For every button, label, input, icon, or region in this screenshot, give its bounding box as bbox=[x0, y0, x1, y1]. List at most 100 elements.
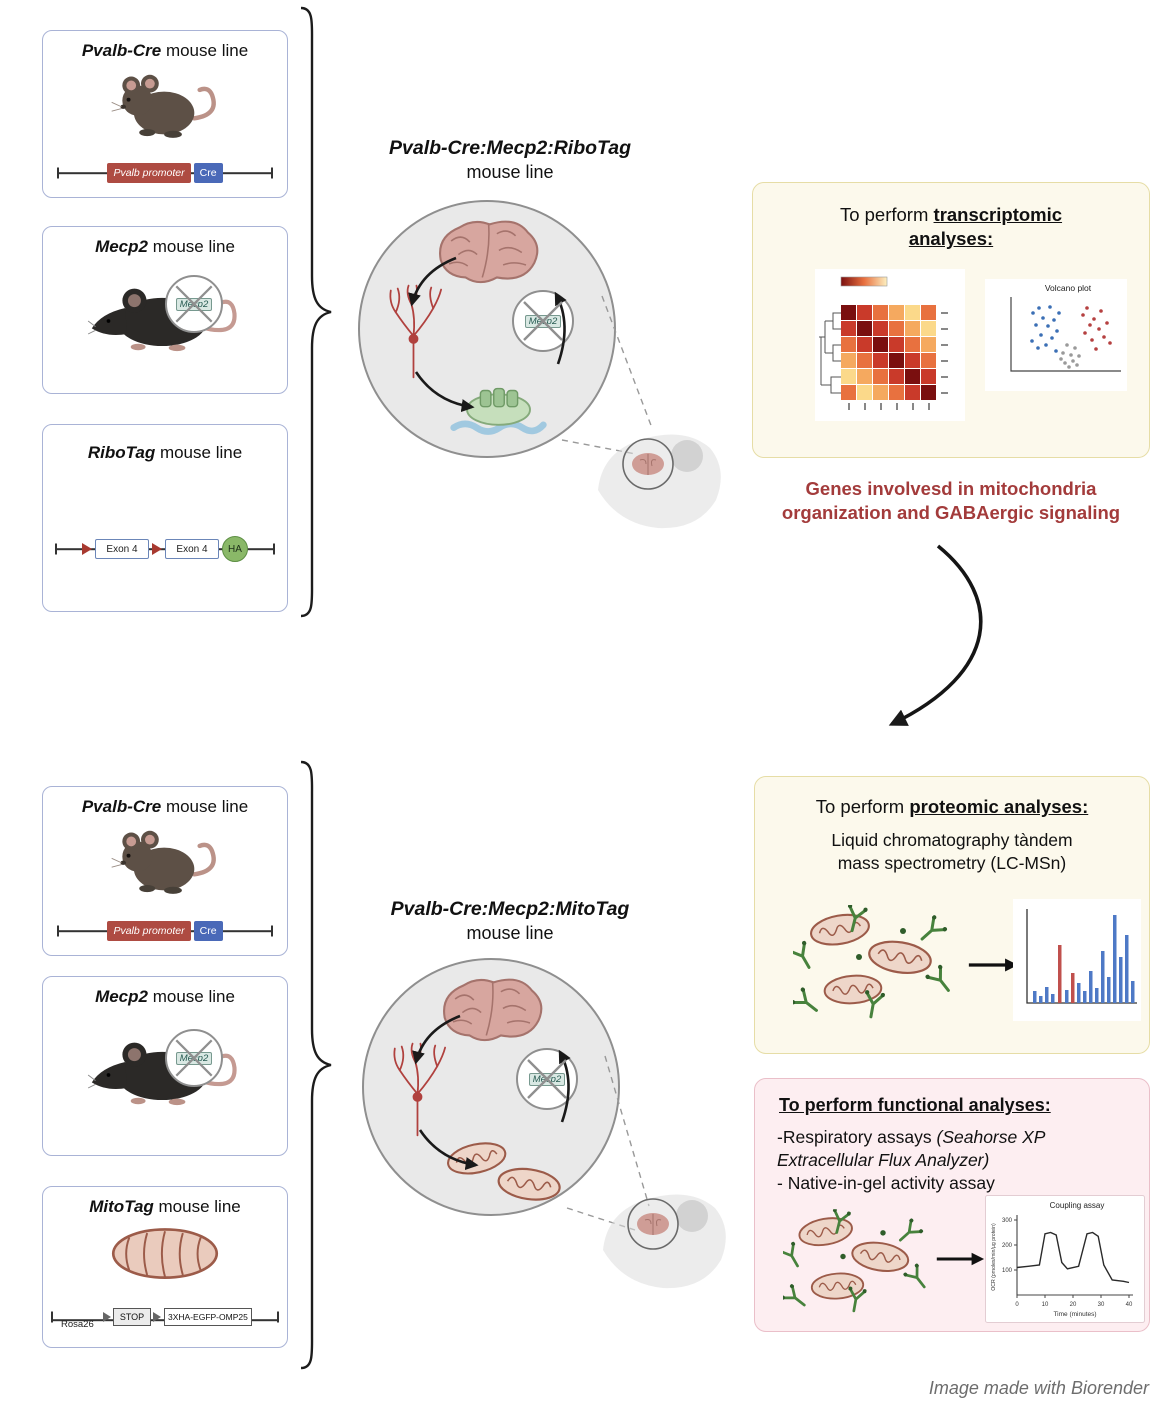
box-title: Pvalb-Cre mouse line bbox=[43, 797, 287, 817]
xtick-0: 0 bbox=[1015, 1302, 1019, 1308]
combined-line-title-ribotag: Pvalb-Cre:Mecp2:RiboTag mouse line bbox=[350, 137, 670, 183]
combined-title-text: Pvalb-Cre:Mecp2:MitoTag bbox=[390, 898, 630, 920]
loxp-triangle-icon bbox=[153, 1312, 161, 1322]
heading-prefix: To perform bbox=[839, 204, 929, 225]
construct-tick bbox=[277, 1311, 279, 1323]
mecp2-mouse-line-box-bottom: Mecp2 mouse line Mecp2 bbox=[42, 976, 288, 1156]
pvalb-cre-mouse-line-box-top: Pvalb-Cre mouse line Pvalb promoter Cre bbox=[42, 30, 288, 198]
tag-cassette-box: 3XHA-EGFP-OMP25 bbox=[164, 1308, 252, 1326]
heatmap-plot bbox=[815, 269, 965, 421]
box-title-suffix: mouse line bbox=[153, 1197, 241, 1216]
combined-title-text: Pvalb-Cre:Mecp2:RiboTag bbox=[389, 137, 631, 159]
box-title-suffix: mouse line bbox=[161, 797, 249, 816]
ytick-100: 100 bbox=[1002, 1268, 1013, 1274]
rosa26-label: Rosa26 bbox=[61, 1319, 94, 1330]
method-text: Liquid chromatography tàndem mass spectr… bbox=[755, 829, 1149, 875]
box-title-suffix: mouse line bbox=[147, 987, 235, 1006]
tagged-mitochondria-antibodies-icon bbox=[783, 1209, 933, 1314]
right-arrow-icon bbox=[967, 955, 1019, 975]
curly-brace-top bbox=[300, 6, 332, 618]
pvalb-cre-construct: Pvalb promoter Cre bbox=[57, 161, 273, 185]
mitotag-mouse-line-box: MitoTag mouse line Rosa26 STOP 3XHA-EGFP… bbox=[42, 1186, 288, 1348]
pvalb-cre-mouse-line-box-bottom: Pvalb-Cre mouse line Pvalb promoter Cre bbox=[42, 786, 288, 956]
xtick-20: 20 bbox=[1070, 1302, 1077, 1308]
biorender-credit: Image made with Biorender bbox=[928, 1378, 1149, 1398]
cycle-arrows bbox=[412, 1014, 571, 1171]
gene-name: RiboTag bbox=[87, 443, 156, 462]
construct-tick bbox=[273, 543, 275, 555]
box-title: RiboTag mouse line bbox=[43, 443, 287, 463]
box-title-suffix: mouse line bbox=[147, 237, 235, 256]
cre-box: Cre bbox=[193, 921, 223, 941]
stop-cassette-box: STOP bbox=[113, 1308, 151, 1326]
combined-subtitle: mouse line bbox=[466, 162, 554, 182]
chart-y-axis-label: OCR (pmoles/min/µg protein) bbox=[991, 1223, 997, 1291]
combined-line-title-mitotag: Pvalb-Cre:Mecp2:MitoTag mouse line bbox=[350, 898, 670, 944]
zoom-dashed-lines bbox=[561, 295, 653, 455]
gene-name: Pvalb-Cre bbox=[81, 41, 162, 60]
ytick-300: 300 bbox=[1002, 1218, 1013, 1224]
functional-item-2: - Native-in-gel activity assay bbox=[777, 1173, 995, 1194]
heading-emphasis: proteomic analyses: bbox=[909, 796, 1089, 817]
chart-x-axis-label: Time (minutes) bbox=[1053, 1311, 1096, 1318]
functional-items: -Respiratory assays (Seahorse XP Extrace… bbox=[777, 1126, 1129, 1195]
gene-name: Pvalb-Cre bbox=[81, 797, 162, 816]
ribotag-mouse-line-box: RiboTag mouse line Exon 4 Exon 4 HA bbox=[42, 424, 288, 612]
chart-title: Coupling assay bbox=[1050, 1201, 1105, 1210]
heading-emphasis: transcriptomic analyses: bbox=[908, 204, 1063, 250]
mouse-head-magnifier-icon bbox=[588, 412, 728, 537]
coupling-assay-chart: Coupling assay OCR (pmoles/min/µg protei… bbox=[985, 1195, 1145, 1323]
ytick-200: 200 bbox=[1002, 1243, 1013, 1249]
item-1-text: -Respiratory assays bbox=[777, 1127, 937, 1147]
mecp2-knockout-icon: Mecp2 bbox=[516, 1048, 578, 1110]
finding-text: Genes involvesd in mitochondria organiza… bbox=[735, 477, 1167, 525]
construct-tick bbox=[271, 167, 273, 179]
functional-analysis-box: To perform functional analyses: -Respira… bbox=[754, 1078, 1150, 1332]
cycle-arrows bbox=[408, 256, 567, 413]
xtick-10: 10 bbox=[1042, 1302, 1049, 1308]
exon4-box: Exon 4 bbox=[95, 539, 149, 559]
xtick-40: 40 bbox=[1126, 1302, 1133, 1308]
box-title-suffix: mouse line bbox=[161, 41, 249, 60]
mecp2-knockout-icon: Mecp2 bbox=[165, 1029, 223, 1087]
loxp-triangle-icon bbox=[103, 1312, 111, 1322]
right-arrow-icon bbox=[935, 1249, 985, 1269]
item-1-instrument: (Seahorse XP Extracellular Flux Analyzer… bbox=[777, 1127, 1045, 1171]
tagged-mitochondria-antibodies-icon bbox=[793, 905, 958, 1020]
mecp2-knockout-icon: Mecp2 bbox=[512, 290, 574, 352]
method-line-2: mass spectrometry (LC-MSn) bbox=[837, 852, 1067, 873]
box-title: Mecp2 mouse line bbox=[43, 237, 287, 257]
heading-prefix: To perform bbox=[815, 796, 905, 817]
pvalb-promoter-box: Pvalb promoter bbox=[107, 163, 191, 183]
xtick-30: 30 bbox=[1098, 1302, 1105, 1308]
pvalb-promoter-box: Pvalb promoter bbox=[107, 921, 191, 941]
coupling-trace bbox=[1016, 1231, 1130, 1284]
box-title: MitoTag mouse line bbox=[43, 1197, 287, 1217]
mass-spectrum-plot bbox=[1013, 899, 1141, 1021]
curly-brace-bottom bbox=[300, 760, 332, 1370]
exon4-box: Exon 4 bbox=[165, 539, 219, 559]
mecp2-knockout-icon: Mecp2 bbox=[165, 275, 223, 333]
mouse-head-magnifier-icon bbox=[593, 1172, 733, 1297]
construct-tick bbox=[57, 925, 59, 937]
construct-tick bbox=[57, 167, 59, 179]
functional-item-1: -Respiratory assays (Seahorse XP Extrace… bbox=[777, 1126, 1129, 1172]
combined-subtitle: mouse line bbox=[466, 923, 554, 943]
combined-mouse-circle-mitotag: Mecp2 bbox=[362, 958, 620, 1216]
box-title-suffix: mouse line bbox=[155, 443, 243, 462]
pvalb-cre-construct: Pvalb promoter Cre bbox=[57, 919, 273, 943]
volcano-plot: Volcano plot bbox=[985, 279, 1127, 391]
brown-mouse-illustration bbox=[106, 65, 224, 145]
volcano-title: Volcano plot bbox=[1045, 283, 1092, 293]
functional-heading: To perform functional analyses: bbox=[779, 1095, 1051, 1115]
box-title: Pvalb-Cre mouse line bbox=[43, 41, 287, 61]
mitochondrion-illustration bbox=[104, 1225, 226, 1283]
gene-name: Mecp2 bbox=[95, 237, 148, 256]
ribotag-construct: Exon 4 Exon 4 HA bbox=[55, 536, 275, 562]
mitotag-construct: Rosa26 STOP 3XHA-EGFP-OMP25 bbox=[51, 1305, 279, 1335]
